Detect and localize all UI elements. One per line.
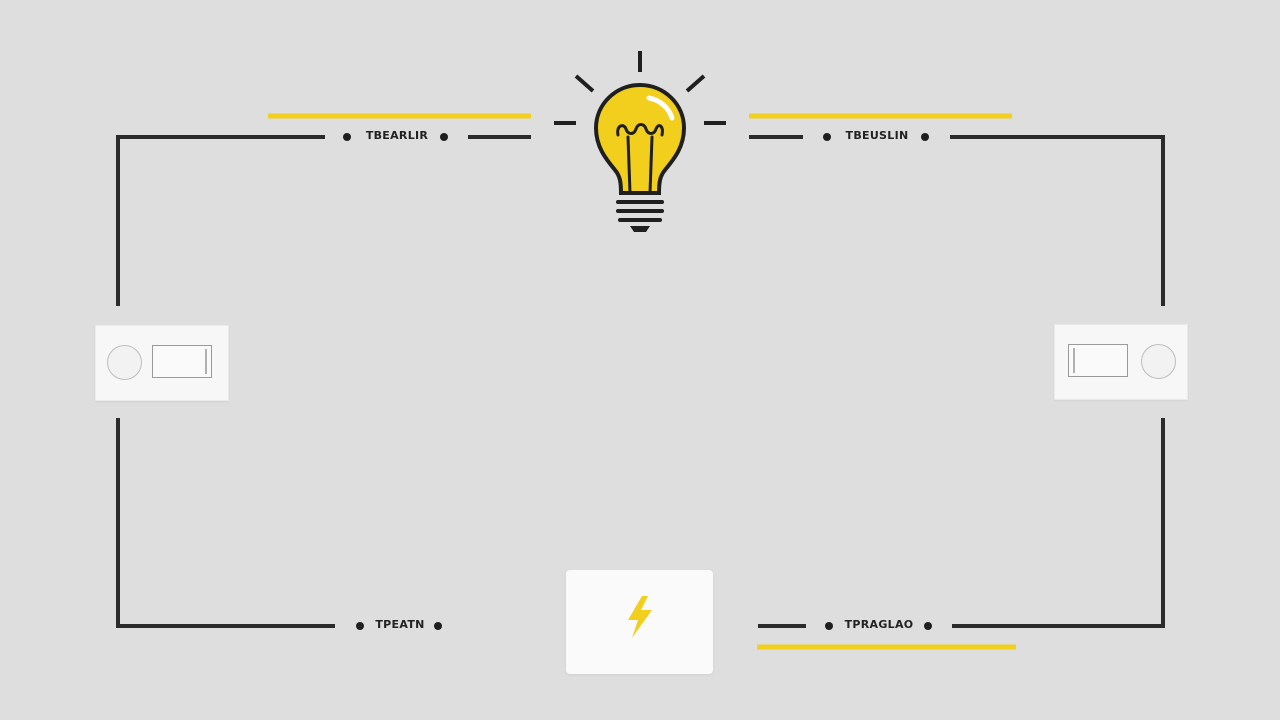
terminal-dot xyxy=(921,133,929,141)
terminal-dot xyxy=(356,622,364,630)
light-bulb-icon xyxy=(554,51,726,232)
switch-right[interactable] xyxy=(1054,324,1188,400)
label-bottom-left: TPEATN xyxy=(375,618,425,631)
power-source xyxy=(566,570,713,674)
switch-knob xyxy=(1141,344,1176,379)
lightning-bolt-icon xyxy=(628,596,652,638)
label-top-left: TBEARLIR xyxy=(365,129,429,142)
terminal-dot xyxy=(825,622,833,630)
label-bottom-right: TPRAGLAO xyxy=(844,618,914,631)
wire-bottom-right xyxy=(952,418,1165,628)
wire-top-left xyxy=(116,135,325,306)
terminal-dot xyxy=(343,133,351,141)
switch-knob xyxy=(107,345,142,380)
terminal-dot xyxy=(440,133,448,141)
toggle-switch-icon xyxy=(1068,344,1128,377)
wire-top-right xyxy=(950,135,1165,306)
terminal-dot xyxy=(434,622,442,630)
switch-left[interactable] xyxy=(95,325,229,401)
terminal-dot xyxy=(823,133,831,141)
toggle-switch-icon xyxy=(152,345,212,378)
terminal-dot xyxy=(924,622,932,630)
wire-bottom-left xyxy=(116,418,335,628)
label-top-right: TBEUSLIN xyxy=(845,129,909,142)
